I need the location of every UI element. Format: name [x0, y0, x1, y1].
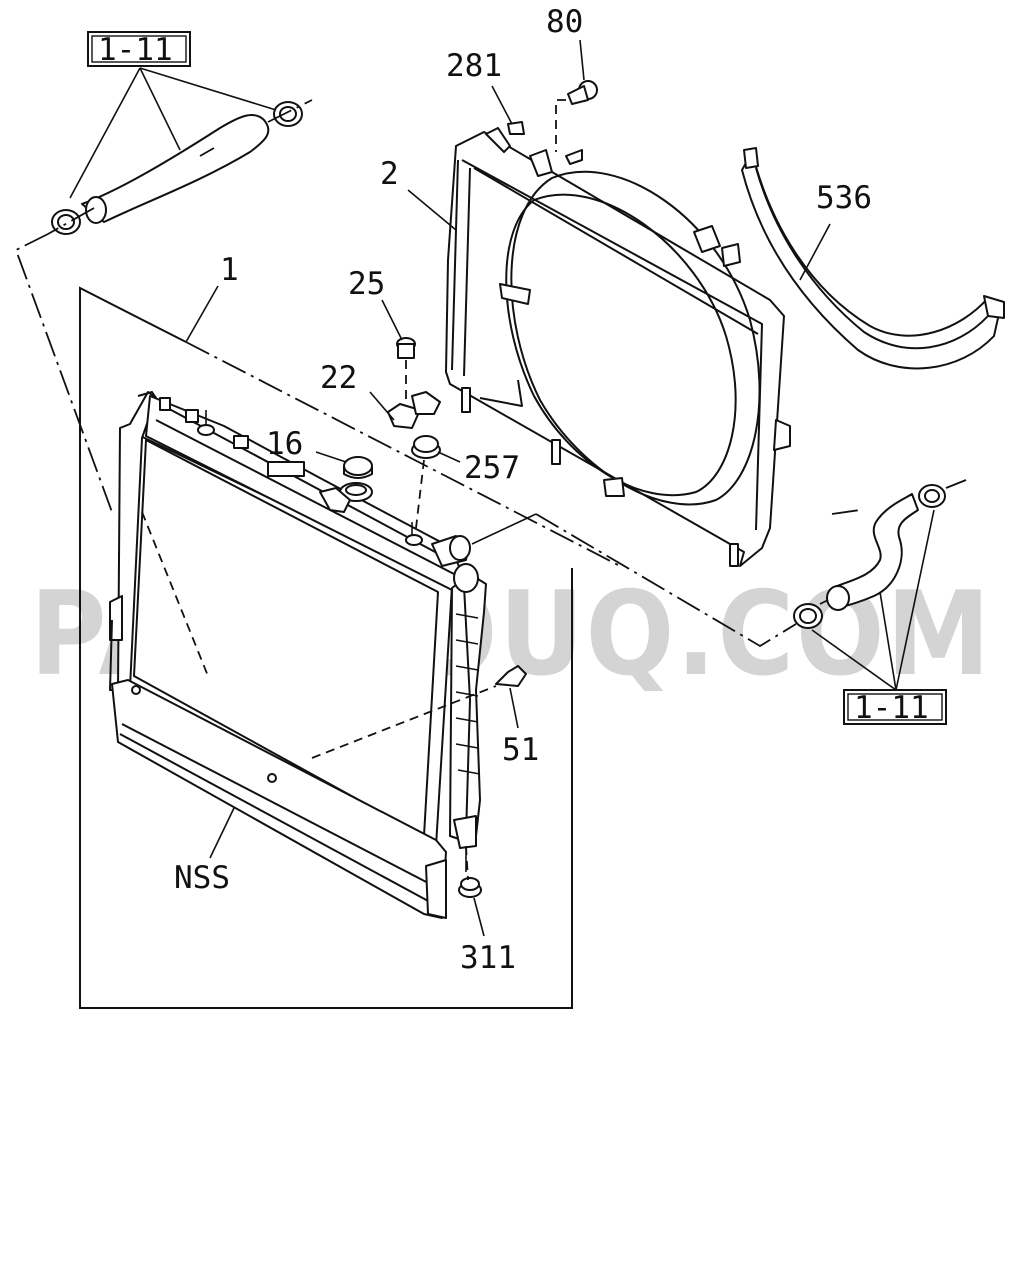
chain-line-right: [535, 513, 797, 648]
leader-25: [381, 299, 403, 341]
upper-hose: [51, 101, 303, 235]
leader-ref-top-left-a: [69, 67, 141, 199]
callout-25: 25: [348, 266, 385, 302]
callout-NSS: NSS: [174, 860, 230, 896]
callout-22: 22: [320, 360, 357, 396]
leader-ref-bottom-right-b: [879, 591, 897, 691]
callout-16: 16: [266, 426, 303, 462]
bolt-25: [396, 337, 416, 359]
leader-16: [315, 451, 347, 463]
ref-box-bottom-right[interactable]: 1-11: [843, 689, 947, 726]
lower-hose: [793, 484, 946, 629]
leader-2: [407, 189, 457, 231]
lower-fan-shroud: [741, 147, 1005, 370]
callout-51: 51: [502, 732, 539, 768]
chain-line-left: [14, 233, 113, 513]
callout-536: 536: [816, 180, 872, 216]
radiator-cap-16: [343, 456, 373, 479]
leader-ref-top-left-b: [139, 67, 181, 151]
callout-2: 2: [380, 156, 399, 192]
group-1-outline: [79, 286, 573, 1009]
ref-label-top-left: 1-11: [98, 32, 173, 68]
leader-80: [579, 39, 585, 81]
fan-shroud: [445, 127, 791, 567]
callout-311: 311: [460, 940, 516, 976]
leader-536: [799, 223, 831, 281]
ref-label-bottom-right: 1-11: [854, 690, 929, 726]
drain-cock-51: [495, 665, 527, 687]
radiator-assembly: [109, 391, 487, 919]
leader-281: [491, 85, 513, 125]
leader-22: [369, 391, 395, 421]
callout-257: 257: [464, 450, 520, 486]
leader-ref-bottom-right-c: [895, 509, 935, 691]
leader-311: [473, 897, 485, 937]
callout-1: 1: [220, 252, 239, 288]
cushion-311: [458, 877, 482, 898]
bolt-80: [567, 80, 598, 105]
leader-51: [509, 687, 519, 729]
callout-80: 80: [546, 4, 583, 40]
callout-281: 281: [446, 48, 502, 84]
ref-box-top-left[interactable]: 1-11: [87, 31, 191, 68]
leader-ref-top-left-c: [139, 67, 277, 111]
bracket-22: [387, 391, 441, 429]
leader-257: [437, 451, 461, 463]
leader-NSS: [209, 807, 235, 859]
leader-ref-bottom-right-a: [811, 629, 897, 691]
clip-281: [507, 121, 525, 135]
leader-1: [185, 285, 219, 343]
cushion-257: [411, 435, 441, 459]
